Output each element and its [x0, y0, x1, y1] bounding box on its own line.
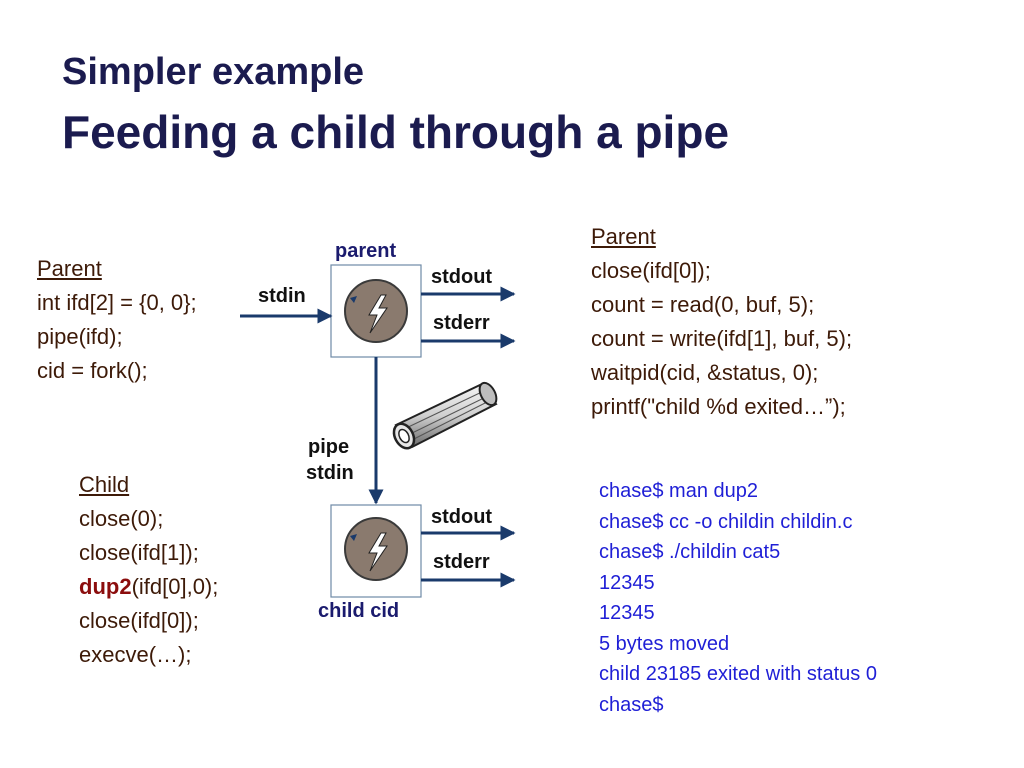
code-line: close(ifd[0]);: [591, 258, 711, 283]
child-stderr-label: stderr: [433, 551, 490, 573]
code-line: waitpid(cid, &status, 0);: [591, 360, 819, 385]
parent-stderr-label: stderr: [433, 312, 490, 334]
terminal-line: chase$ man dup2: [599, 480, 759, 502]
code-line: close(ifd[1]);: [79, 540, 199, 565]
code-line: printf("child %d exited…”);: [591, 394, 846, 419]
terminal-line: chase$ cc -o childin childin.c: [599, 510, 853, 533]
terminal-line: chase$: [599, 693, 664, 716]
terminal-line: child 23185 exited with status 0: [599, 663, 877, 685]
stdin-label: stdin: [258, 285, 306, 307]
code-line-dup2: dup2(ifd[0],0);: [79, 570, 218, 604]
parent-process-label: parent: [335, 240, 397, 262]
parent-code-left: Parent int ifd[2] = {0, 0}; pipe(ifd); c…: [37, 252, 197, 388]
code-line: close(ifd[0]);: [79, 608, 199, 633]
code-line: pipe(ifd);: [37, 324, 123, 349]
pipe-tube-icon: [392, 381, 498, 450]
code-line: execve(…);: [79, 642, 192, 667]
lightning-process-icon: [344, 279, 408, 343]
pipe-label: pipe: [308, 436, 350, 458]
lightning-process-icon: [344, 517, 408, 581]
terminal-line: 5 bytes moved: [599, 632, 730, 655]
child-stdout-label: stdout: [431, 506, 493, 528]
parent-code-header: Parent: [37, 256, 102, 281]
dup2-keyword: dup2: [79, 574, 132, 599]
code-line: count = write(ifd[1], buf, 5);: [591, 326, 853, 351]
child-code-header: Child: [79, 472, 130, 497]
terminal-line: chase$ ./childin cat5: [599, 541, 781, 563]
code-line: cid = fork();: [37, 358, 148, 383]
child-code: Child close(0); close(ifd[1]); dup2(ifd[…: [79, 468, 218, 672]
code-line: count = read(0, buf, 5);: [591, 292, 815, 317]
child-process-label: child cid: [318, 600, 400, 622]
parent-stdout-label: stdout: [431, 266, 493, 288]
parent-code-header: Parent: [591, 224, 656, 249]
code-line: int ifd[2] = {0, 0};: [37, 290, 197, 315]
terminal-output: chase$ man dup2 chase$ cc -o childin chi…: [599, 476, 877, 720]
terminal-line: 12345: [599, 571, 655, 594]
dup2-args: (ifd[0],0);: [131, 574, 219, 599]
slide-subtitle: Simpler example: [62, 51, 365, 93]
code-line: close(0);: [79, 506, 164, 531]
parent-code-right: Parent close(ifd[0]); count = read(0, bu…: [591, 220, 852, 424]
pipe-stdin-label: stdin: [306, 462, 354, 484]
terminal-line: 12345: [599, 602, 655, 624]
slide-title: Feeding a child through a pipe: [62, 106, 730, 158]
